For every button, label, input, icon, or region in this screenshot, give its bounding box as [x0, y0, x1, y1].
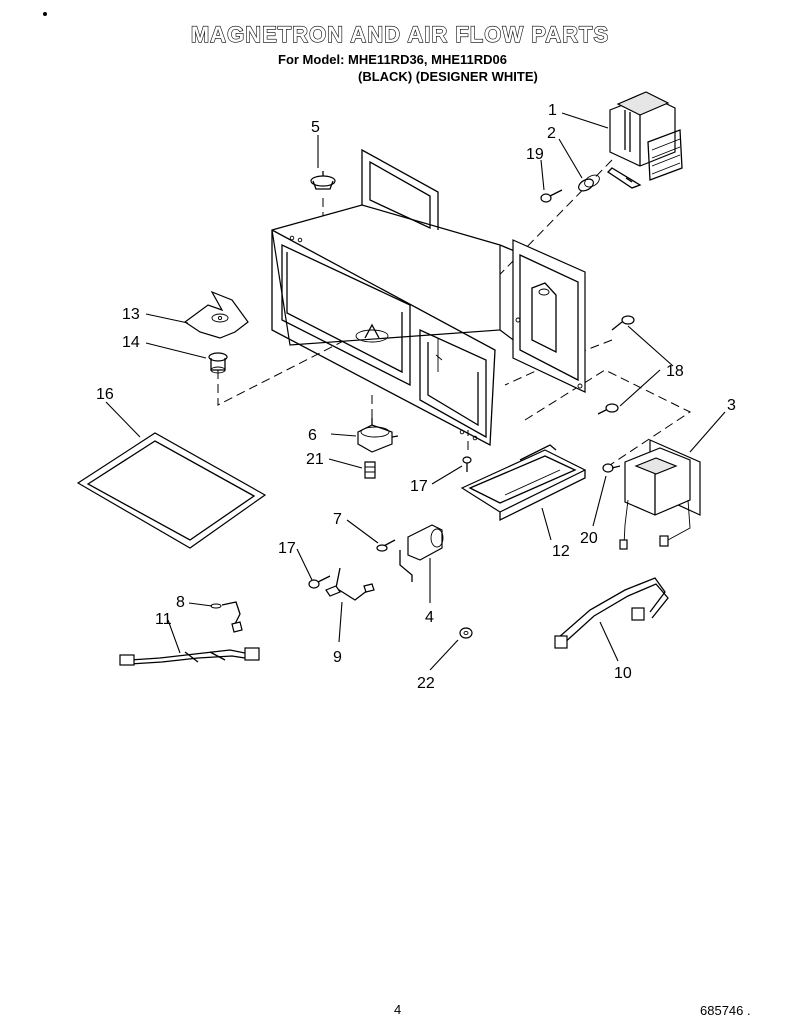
- part-16-filter: [76, 432, 267, 549]
- part-19-screw: [540, 189, 563, 203]
- part-14-fan-hub: [208, 352, 228, 374]
- rear-panel-plate: [512, 239, 586, 393]
- model-line: For Model: MHE11RD36, MHE11RD06: [278, 52, 508, 67]
- part-18-screws: [597, 315, 635, 415]
- callout-3: 3: [727, 397, 736, 414]
- part-21-screw: [364, 461, 376, 479]
- part-8-wire: [210, 601, 243, 633]
- part-4-capacitor: [379, 524, 444, 582]
- part-13-fan-blade: [183, 290, 249, 339]
- callout-16: 16: [96, 386, 114, 403]
- corner-mark: [43, 12, 47, 16]
- callout-6: 6: [308, 427, 317, 444]
- page-title: MAGNETRON AND AIR FLOW PARTS: [190, 21, 610, 47]
- callout-17-upper: 17: [410, 478, 428, 495]
- leader-lines: [105, 112, 726, 671]
- callout-labels: 1 2 19 5 13 14 16 18 3 6 21 17 7 12 20 1…: [96, 102, 736, 692]
- part-1-magnetron: [606, 91, 683, 189]
- callout-19: 19: [526, 146, 544, 163]
- part-2-gasket: [578, 174, 600, 192]
- part-17-screw-upper: [462, 456, 472, 472]
- part-9-diode: [325, 567, 375, 601]
- callout-9: 9: [333, 649, 342, 666]
- part-11-harness: [119, 647, 260, 666]
- callout-2: 2: [547, 125, 556, 142]
- part-22-nut: [459, 627, 473, 639]
- callout-12: 12: [552, 543, 570, 560]
- document-number: 685746 .: [700, 1003, 751, 1018]
- callout-21: 21: [306, 451, 324, 468]
- callout-1: 1: [548, 102, 557, 119]
- callout-22: 22: [417, 675, 435, 692]
- callout-14: 14: [122, 334, 140, 351]
- callout-13: 13: [122, 306, 140, 323]
- callout-17-lower: 17: [278, 540, 296, 557]
- page-number: 4: [394, 1002, 402, 1017]
- part-10-harness: [554, 577, 669, 649]
- part-7-clip: [376, 544, 388, 552]
- callout-4: 4: [425, 609, 434, 626]
- callout-20: 20: [580, 530, 598, 547]
- callout-7: 7: [333, 511, 342, 528]
- callout-18: 18: [666, 363, 684, 380]
- callout-8: 8: [176, 594, 185, 611]
- part-12-bracket: [460, 444, 587, 522]
- part-3-transformer: [619, 439, 701, 550]
- callout-11: 11: [155, 611, 172, 628]
- callout-10: 10: [614, 665, 632, 682]
- callout-5: 5: [311, 119, 320, 136]
- color-line: (BLACK) (DESIGNER WHITE): [358, 69, 538, 84]
- part-20-screw: [602, 463, 621, 473]
- part-6-fan-motor: [357, 418, 399, 453]
- part-5-fitting: [310, 171, 336, 190]
- part-17-screw-lower: [308, 575, 331, 589]
